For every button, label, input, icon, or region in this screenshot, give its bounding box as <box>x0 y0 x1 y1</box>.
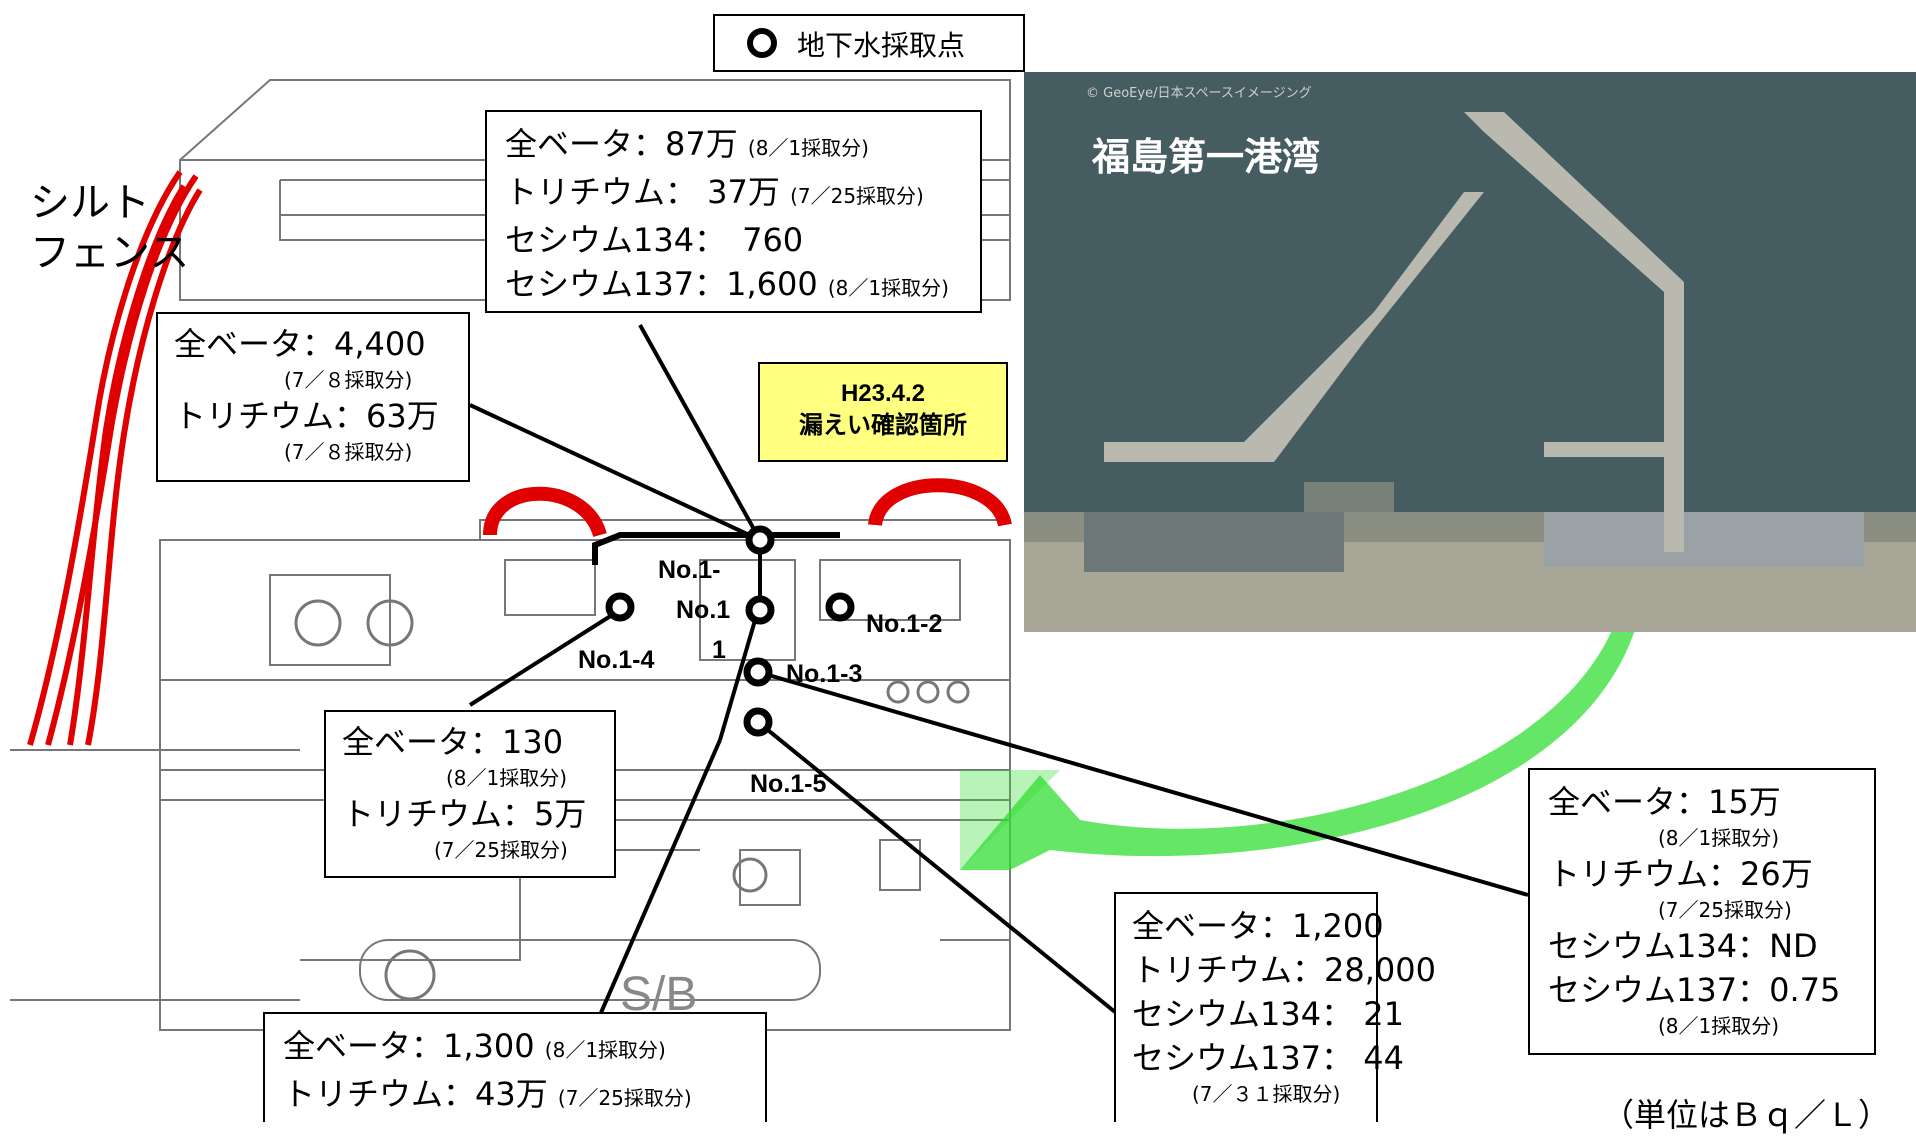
leak-callout: H23.4.2 漏えい確認箇所 <box>758 362 1008 462</box>
cs137-value: セシウム137： 44 <box>1132 1039 1404 1077</box>
cs134-value: セシウム134： 21 <box>1132 995 1404 1033</box>
beta-value: 全ベータ：4,400 <box>174 325 426 363</box>
cs134-value: セシウム134：ND <box>1548 927 1818 965</box>
tritium-note: (7／25採取分) <box>790 184 924 208</box>
beta-value: 全ベータ：1,200 <box>1132 907 1384 945</box>
sampling-point-no1-3 <box>743 657 773 687</box>
sampling-point-no1-1 <box>745 595 775 625</box>
silt-fence-line2: フェンス <box>30 230 190 276</box>
beta-note: (8／1採取分) <box>446 766 568 790</box>
ring-icon <box>747 28 777 58</box>
point-label-no1-3: No.1-3 <box>786 660 863 688</box>
beta-note: (7／８採取分) <box>284 368 413 392</box>
silt-fence-label: シルト フェンス <box>30 178 189 278</box>
beta-value: 全ベータ：1,300 <box>283 1027 535 1065</box>
callout-text: 漏えい確認箇所 <box>799 412 967 439</box>
legend-label: 地下水採取点 <box>797 29 966 62</box>
tritium-value: トリチウム：43万 <box>283 1075 548 1113</box>
sampling-point-no1-5 <box>743 707 773 737</box>
point-label-no1-1a: No.1- <box>658 556 721 584</box>
data-box-bottom: 全ベータ：1,300 (8／1採取分) トリチウム：43万 (7／25採取分) <box>263 1012 767 1122</box>
beta-note: (8／1採取分) <box>1658 826 1780 850</box>
tritium-value: トリチウム：5万 <box>342 795 587 833</box>
data-box-no1-3: 全ベータ：15万 (8／1採取分) トリチウム：26万 (7／25採取分) セシ… <box>1528 768 1876 1055</box>
tritium-note: (7／25採取分) <box>1658 898 1792 922</box>
tritium-value: トリチウム：26万 <box>1548 855 1813 893</box>
sampling-point-no1-2 <box>825 592 855 622</box>
beta-value: 全ベータ：130 <box>342 723 564 761</box>
point-label-no1-2: No.1-2 <box>866 610 943 638</box>
data-box-no1-2: 全ベータ：4,400 (7／８採取分) トリチウム：63万 (7／８採取分) <box>156 312 470 482</box>
sample-note: (7／３１採取分) <box>1192 1082 1341 1106</box>
data-box-no1-5: 全ベータ：1,200 トリチウム：28,000 セシウム134： 21 セシウム… <box>1114 892 1436 1122</box>
beta-value: 全ベータ：15万 <box>1548 783 1781 821</box>
point-label-no1-5: No.1-5 <box>750 770 827 798</box>
cs137-value: セシウム137：1,600 <box>505 265 818 303</box>
unit-label: （単位はＢｑ／Ｌ） <box>1602 1096 1891 1134</box>
silt-fence-line1: シルト <box>30 180 150 226</box>
callout-date: H23.4.2 <box>840 380 926 407</box>
tritium-value: トリチウム：63万 <box>174 397 439 435</box>
data-box-no1-1: 全ベータ：87万 (8／1採取分) トリチウム： 37万 (7／25採取分) セ… <box>485 110 982 313</box>
sampling-point-no1-1-top <box>745 525 775 555</box>
tritium-value: トリチウム：28,000 <box>1132 951 1436 989</box>
photo-credit: © GeoEye/日本スペースイメージング <box>1086 86 1312 101</box>
point-label-no1-1c: 1 <box>712 636 726 664</box>
beta-note: (8／1採取分) <box>747 136 869 160</box>
aerial-photo <box>1024 72 1916 632</box>
cs137-note: (8／1採取分) <box>827 276 949 300</box>
point-label-no1-4: No.1-4 <box>578 646 655 674</box>
legend: 地下水採取点 <box>713 14 1025 72</box>
cs134-value: セシウム134： 760 <box>505 221 804 259</box>
tritium-value: トリチウム： 37万 <box>505 173 780 211</box>
photo-title: 福島第一港湾 <box>1092 135 1321 179</box>
point-label-no1-1b: No.1 <box>676 596 731 624</box>
cs137-note: (8／1採取分) <box>1658 1014 1780 1038</box>
beta-note: (8／1採取分) <box>544 1038 666 1062</box>
beta-value: 全ベータ：87万 <box>505 125 738 163</box>
tritium-note: (7／25採取分) <box>434 838 568 862</box>
sampling-point-no1-4 <box>605 592 635 622</box>
data-box-no1-4: 全ベータ：130 (8／1採取分) トリチウム：5万 (7／25採取分) <box>324 710 616 878</box>
tritium-note: (7／25採取分) <box>557 1086 692 1110</box>
tritium-note: (7／８採取分) <box>284 440 413 464</box>
cs137-value: セシウム137：0.75 <box>1548 971 1841 1009</box>
